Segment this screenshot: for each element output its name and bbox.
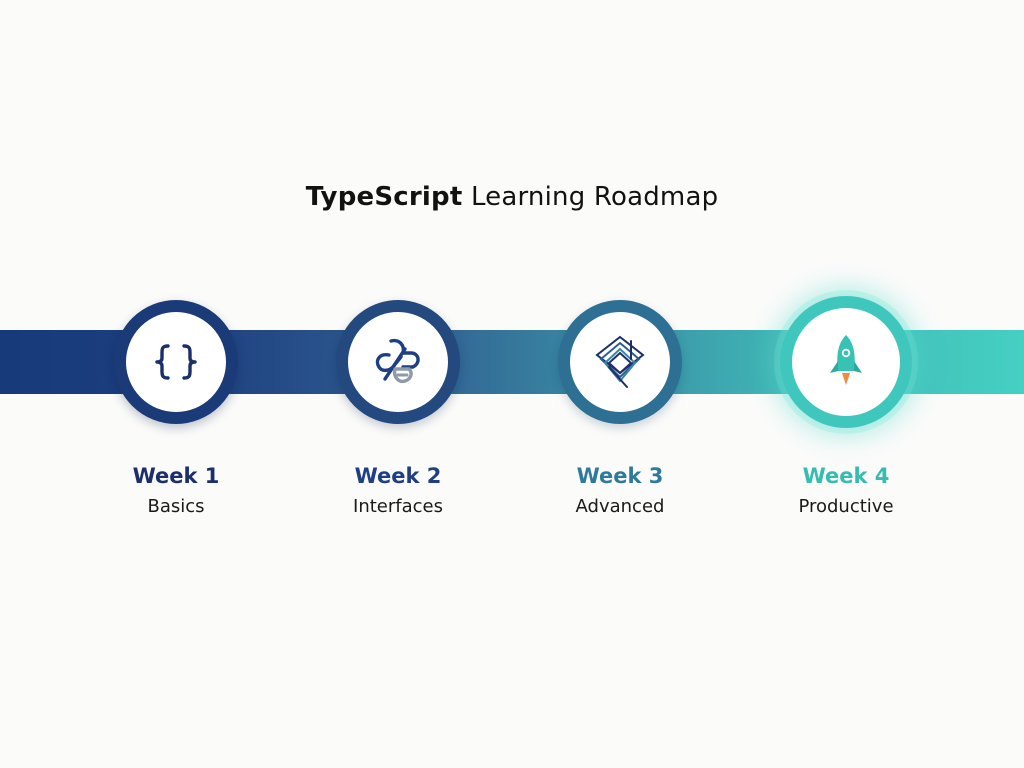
title-strong: TypeScript	[305, 182, 463, 212]
week-heading: Week 4	[802, 464, 890, 488]
step-node-week-4	[780, 296, 912, 428]
title-rest: Learning Roadmap	[470, 182, 719, 212]
step-node-week-2	[336, 300, 460, 424]
interlocking-shapes-icon	[375, 338, 420, 384]
week-heading: Week 1	[132, 464, 220, 488]
step-node-week-1	[114, 300, 238, 424]
step-node-week-3	[558, 300, 682, 424]
week-heading: Week 3	[576, 464, 664, 488]
week-topic: Advanced	[575, 496, 665, 517]
week-heading: Week 2	[354, 464, 442, 488]
step-label-week-4: Week 4 Productive	[736, 462, 956, 524]
week-topic: Productive	[798, 496, 894, 517]
week-topic: Interfaces	[353, 496, 443, 517]
roadmap-title: TypeScript Learning Roadmap	[0, 182, 1024, 212]
curly-braces-icon	[155, 344, 197, 380]
layered-diamonds-icon	[595, 335, 645, 388]
step-label-week-2: Week 2 Interfaces	[288, 462, 508, 524]
step-label-week-3: Week 3 Advanced	[510, 462, 730, 524]
step-label-week-1: Week 1 Basics	[66, 462, 286, 524]
rocket-icon	[830, 335, 862, 385]
week-topic: Basics	[147, 496, 205, 517]
